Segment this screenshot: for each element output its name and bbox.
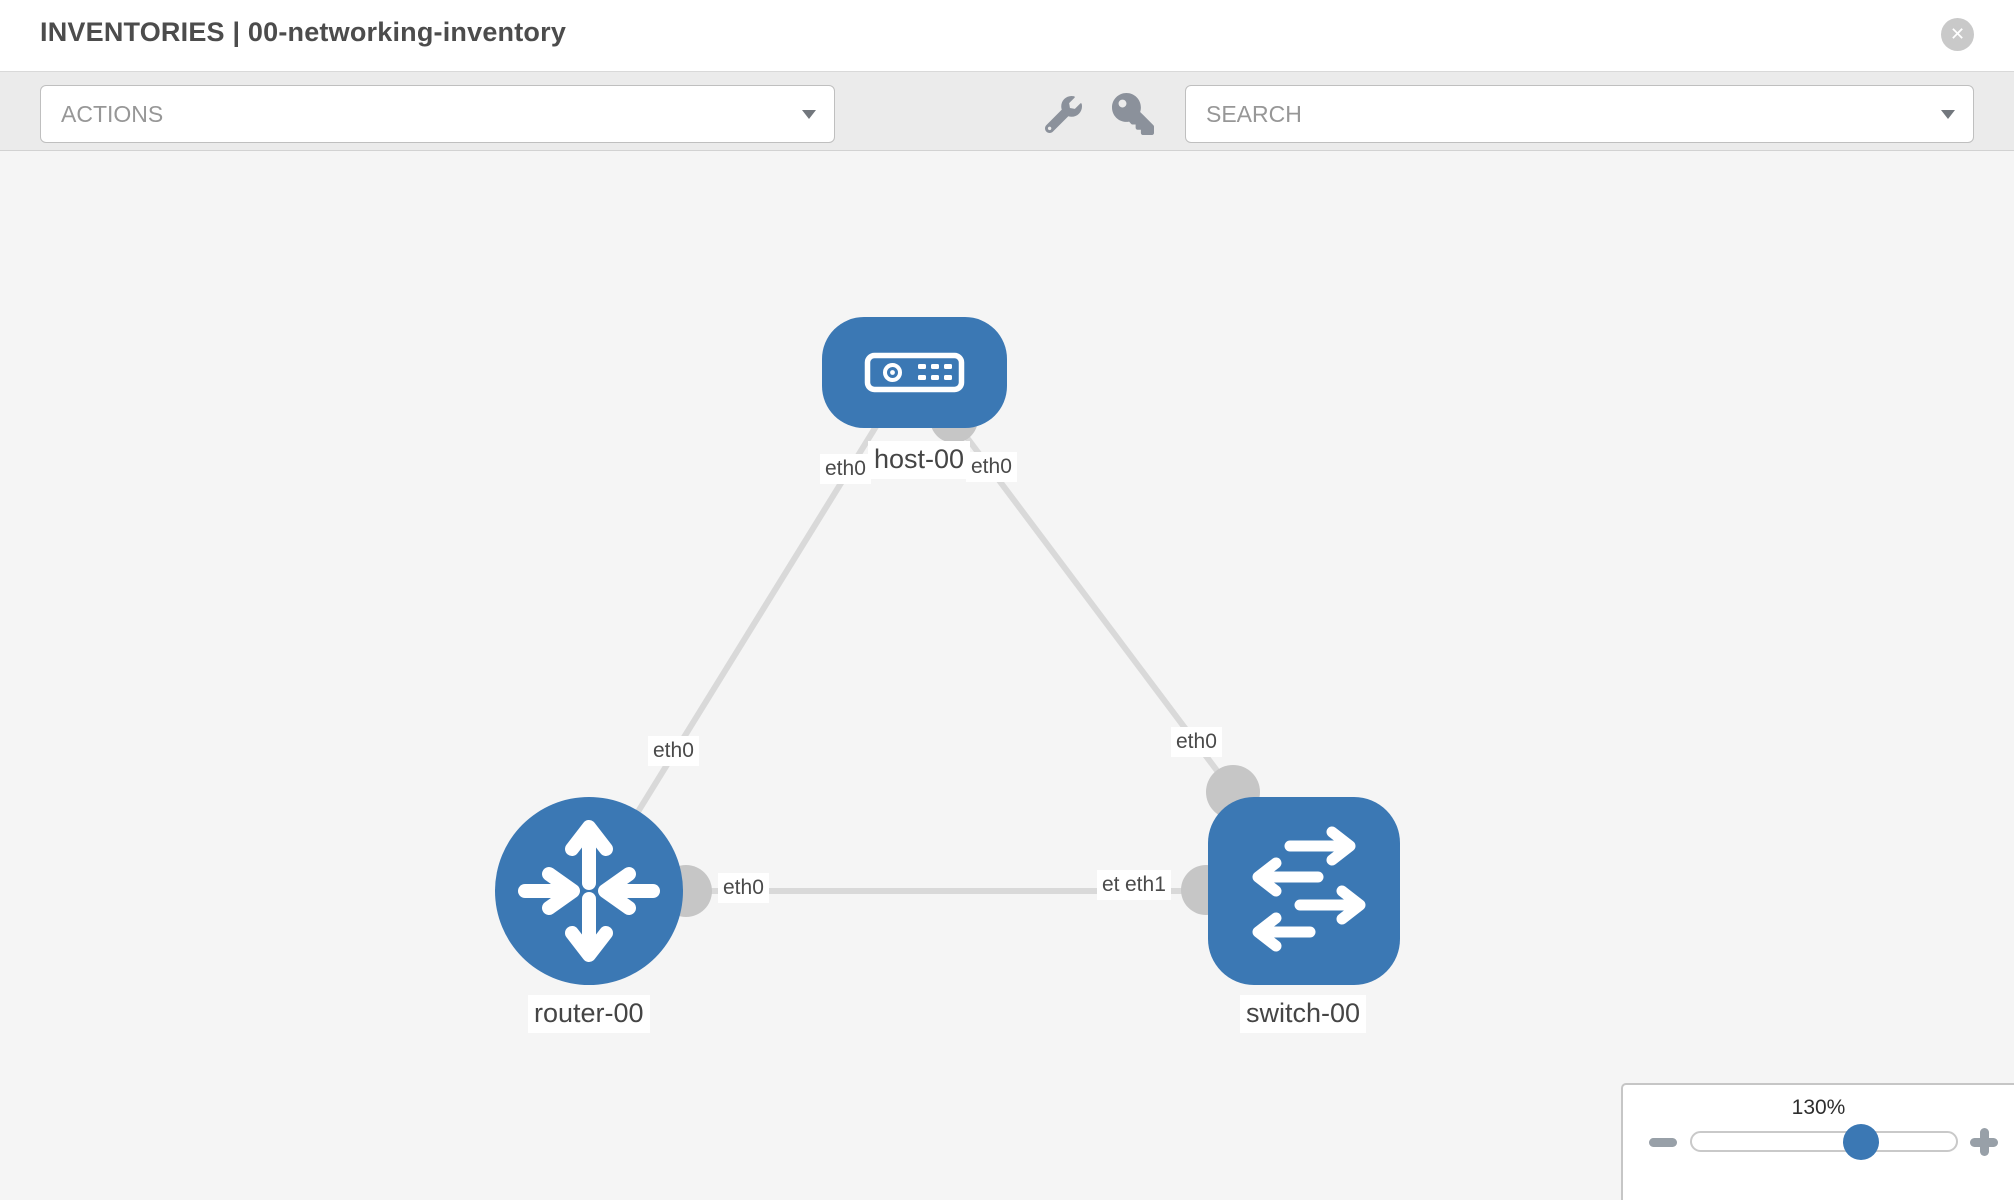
node-label-router: router-00 [528,995,650,1033]
search-dropdown-label: SEARCH [1206,100,1302,127]
interface-label: eth0 [1171,727,1222,757]
interface-label: eth0 [966,452,1017,482]
close-icon: ✕ [1949,23,1966,44]
chevron-down-icon [802,109,816,119]
toolbar: ACTIONS SEARCH [0,71,2014,151]
page-title: INVENTORIES | 00-networking-inventory [40,17,567,47]
actions-dropdown[interactable]: ACTIONS [40,85,835,143]
actions-dropdown-label: ACTIONS [61,100,164,127]
node-host-00[interactable] [822,317,1007,428]
node-router-00[interactable] [495,797,683,985]
host-icon [864,352,965,393]
credentials-button[interactable] [1112,93,1154,135]
topology-canvas[interactable]: eth0 host-00 eth0 eth0 eth0 eth0 eth0 et… [0,151,2014,1200]
zoom-control-panel: 130% [1621,1083,2014,1200]
close-button[interactable]: ✕ [1941,18,1974,51]
zoom-level: 130% [1791,1096,1846,1119]
key-icon [1112,93,1154,139]
router-icon [518,820,660,962]
interface-label: eth0 [820,454,871,484]
chevron-down-icon [1941,109,1955,119]
topology-graph [495,317,1400,985]
node-switch-00[interactable] [1208,797,1400,985]
zoom-slider[interactable] [1690,1123,1958,1160]
search-dropdown[interactable]: SEARCH [1185,85,1974,143]
zoom-out-button[interactable] [1649,1138,1677,1147]
interface-label: eth0 [718,873,769,903]
wrench-icon [1044,96,1082,137]
node-label-host: host-00 [868,441,971,479]
switch-icon [1252,826,1366,952]
links-layer [586,417,1304,894]
zoom-slider-thumb[interactable] [1842,1123,1879,1160]
interface-label: eth1 [1120,870,1171,900]
node-label-switch: switch-00 [1240,995,1367,1033]
interface-label: eth0 [648,736,699,766]
header: INVENTORIES | 00-networking-inventory ✕ [0,0,2014,71]
zoom-in-button[interactable] [1970,1128,1998,1156]
configure-button[interactable] [1044,96,1082,134]
